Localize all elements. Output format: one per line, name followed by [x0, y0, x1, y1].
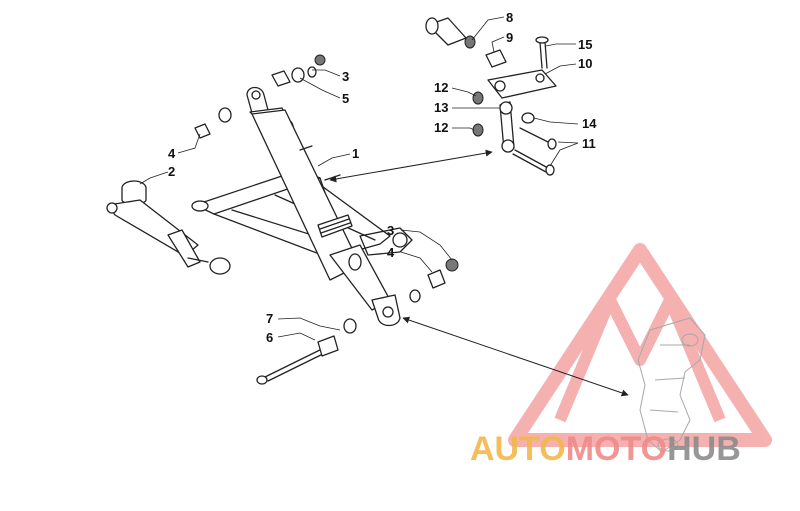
watermark-text: AUTOMOTOHUB: [470, 430, 741, 468]
watermark-word-hub: HUB: [667, 430, 741, 468]
watermark-logo: [508, 243, 772, 453]
callout-13: 13: [434, 100, 448, 115]
callout-11: 11: [582, 136, 596, 151]
callout-4-left: 4: [168, 146, 176, 161]
callout-14: 14: [582, 116, 597, 131]
callout-2: 2: [168, 164, 175, 179]
callout-5: 5: [342, 91, 349, 106]
callout-3-upper: 3: [342, 69, 349, 84]
callout-15: 15: [578, 37, 592, 52]
arrow-shock-to-spindle: [402, 316, 629, 397]
callout-9: 9: [506, 30, 513, 45]
callout-10: 10: [578, 56, 592, 71]
arrow-shock-to-link: [329, 149, 493, 183]
leader-lines: [139, 16, 579, 341]
shock-absorber: [246, 86, 401, 327]
svg-text:AUTOMOTOHUB: AUTOMOTOHUB: [470, 430, 741, 468]
watermark-word-moto: MOTO: [566, 430, 667, 468]
callout-7: 7: [266, 311, 273, 326]
hardware-lower: [256, 258, 459, 385]
spindle-sketch: [637, 317, 706, 453]
callout-3-lower: 3: [387, 223, 394, 238]
callout-12-lower: 12: [434, 120, 448, 135]
hardware-upper-left: [194, 54, 326, 139]
callout-12-upper: 12: [434, 80, 448, 95]
callout-4-lower: 4: [387, 245, 395, 260]
sway-bar-link-group: [425, 17, 557, 176]
steering-damper: [106, 180, 231, 275]
assembly-arrows: [329, 149, 629, 397]
watermark-word-auto: AUTO: [470, 430, 566, 468]
callout-labels: 1 2 3 5 4 3 4 7 6 8 9 15 10 12 13 12 14 …: [168, 10, 597, 345]
callout-1: 1: [352, 146, 359, 161]
callout-8: 8: [506, 10, 513, 25]
callout-6: 6: [266, 330, 273, 345]
